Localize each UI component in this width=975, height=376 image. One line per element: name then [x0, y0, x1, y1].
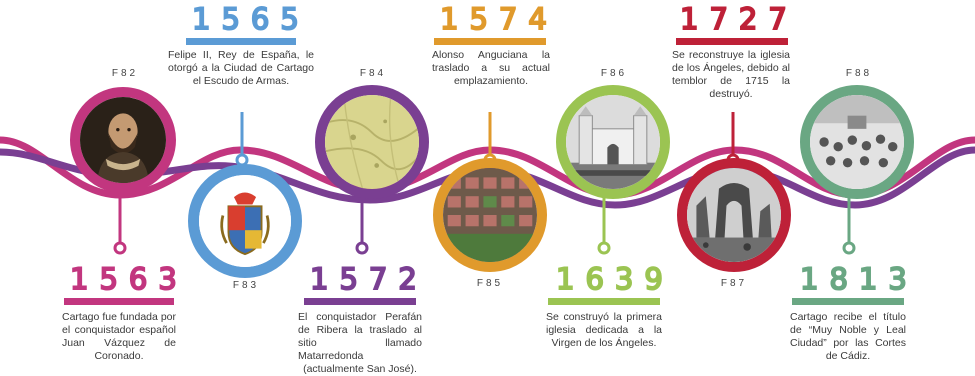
church-photo-image	[566, 95, 660, 189]
year-bar-1565	[186, 38, 296, 45]
aerial-city-view-image	[443, 168, 537, 262]
fig-label-f86: F86	[600, 68, 628, 79]
event-text-1639: Se construyó la primera iglesia dedicada…	[546, 311, 662, 349]
photo-f87	[677, 158, 791, 272]
photo-f82	[70, 87, 176, 193]
photo-f83	[188, 164, 302, 278]
year-1813: 1813	[799, 262, 918, 296]
year-1563: 1563	[69, 262, 188, 296]
photo-f86	[556, 85, 670, 199]
fig-label-f85: F85	[476, 278, 504, 289]
ruins-photo-image	[687, 168, 781, 262]
event-text-1727: Se reconstruye la iglesia de los Ángeles…	[672, 49, 790, 100]
event-text-1574: Alonso Anguciana la traslado a su actual…	[432, 49, 550, 87]
portrait-of-conquistador-image	[80, 97, 166, 183]
event-text-1563: Cartago fue fundada por el conquistador …	[62, 311, 176, 362]
year-1565: 1565	[191, 2, 310, 36]
year-1572: 1572	[309, 262, 428, 296]
year-1727: 1727	[679, 2, 798, 36]
year-bar-1572	[304, 298, 416, 305]
fig-label-f87: F87	[720, 278, 748, 289]
photo-f84	[315, 85, 429, 199]
year-bar-1813	[792, 298, 904, 305]
year-bar-1563	[64, 298, 174, 305]
fig-label-f84: F84	[359, 68, 387, 79]
event-text-1565: Felipe II, Rey de España, le otorgó a la…	[168, 49, 314, 87]
photo-f88	[800, 85, 914, 199]
fig-label-f83: F83	[232, 280, 260, 291]
connector-1572-node	[355, 241, 369, 255]
fig-label-f88: F88	[845, 68, 873, 79]
fig-label-f82: F82	[111, 68, 139, 79]
old-map-image	[325, 95, 419, 189]
year-bar-1574	[434, 38, 546, 45]
year-bar-1727	[676, 38, 788, 45]
connector-1639-node	[597, 241, 611, 255]
year-1639: 1639	[555, 262, 674, 296]
connector-1563-node	[113, 241, 127, 255]
coat-of-arms-image	[199, 175, 291, 267]
event-text-1572: El conquistador Perafán de Ribera la tra…	[298, 311, 422, 375]
assembly-painting-image	[810, 95, 904, 189]
year-1574: 1574	[439, 2, 558, 36]
event-text-1813: Cartago recibe el título de “Muy Noble y…	[790, 311, 906, 362]
photo-f85	[433, 158, 547, 272]
connector-1813-node	[842, 241, 856, 255]
year-bar-1639	[548, 298, 660, 305]
